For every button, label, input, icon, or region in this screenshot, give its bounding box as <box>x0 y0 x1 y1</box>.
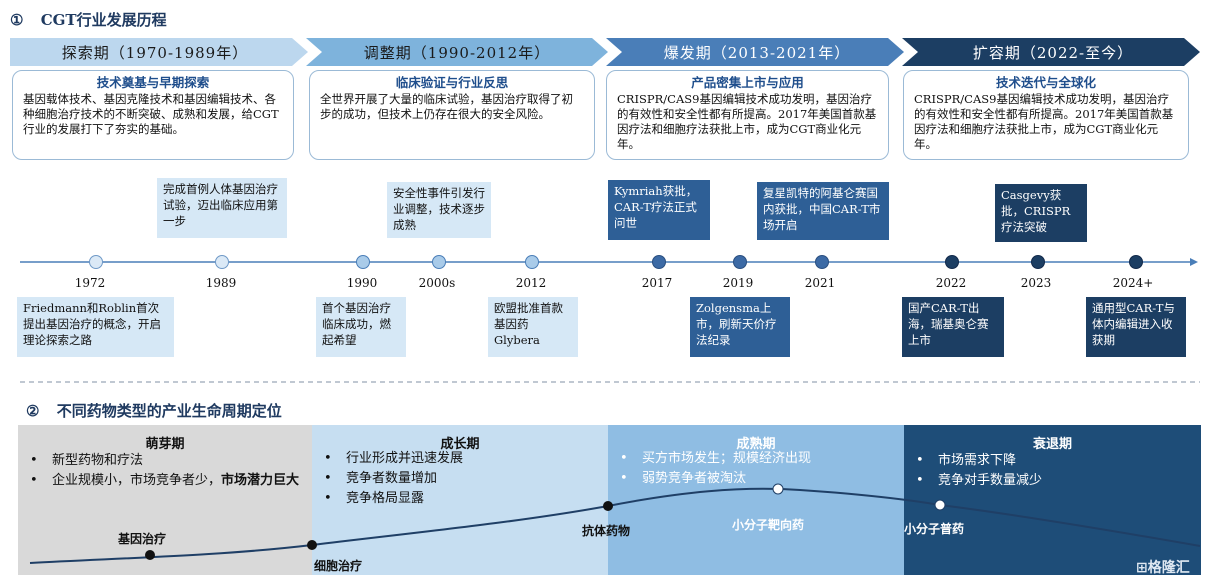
section1-header: ① CGT行业发展历程 <box>10 9 167 30</box>
section1-title: CGT行业发展历程 <box>40 11 167 29</box>
list-item: 竞争对手数量减少 <box>910 471 1194 491</box>
phase-card-body: CRISPR/CAS9基因编辑技术成功发明，基因治疗的有效性和安全性都有所提高。… <box>617 92 877 151</box>
year-label: 2017 <box>641 276 673 290</box>
phase-arrow-1 <box>10 38 308 66</box>
timeline-dot-2017 <box>652 255 666 269</box>
list-item: 市场需求下降 <box>910 451 1194 471</box>
phase-card-title: 技术迭代与全球化 <box>995 75 1096 90</box>
phase-card-1: 技术奠基与早期探索 基因载体技术、基因克隆技术和基因编辑技术、各种细胞治疗技术的… <box>12 70 294 160</box>
event-below-4: Zolgensma上市，刷新天价疗法纪录 <box>690 297 790 357</box>
phase-card-2: 临床验证与行业反思 全世界开展了大量的临床试验，基因治疗取得了初步的成功，但技术… <box>309 70 595 160</box>
timeline-dot-1989 <box>215 255 229 269</box>
curve-label-small-molecule-generic: 小分子普药 <box>904 522 965 536</box>
phase-label-4: 扩容期（2022-至今） <box>972 44 1134 62</box>
curve-point-antibody <box>603 501 613 511</box>
lifecycle-list-embryonic: 新型药物和疗法 企业规模小，市场竞争者少，市场潜力巨大 <box>24 451 306 491</box>
year-label: 2023 <box>1020 276 1052 290</box>
curve-point-small-molecule-generic <box>934 499 946 511</box>
section2-title: 不同药物类型的产业生命周期定位 <box>56 402 282 420</box>
phase-card-body: 全世界开展了大量的临床试验，基因治疗取得了初步的成功，但技术上仍存在很大的安全风… <box>320 92 573 121</box>
event-above-5: Casgevy获批，CRISPR疗法突破 <box>995 184 1087 242</box>
logo-icon: ⊞ <box>1136 560 1148 576</box>
year-label: 1972 <box>74 276 106 290</box>
phase-card-4: 技术迭代与全球化 CRISPR/CAS9基因编辑技术成功发明，基因治疗的有效性和… <box>903 70 1189 160</box>
watermark: ⊞格隆汇 <box>1136 557 1190 577</box>
curve-label-small-molecule-targeted: 小分子靶向药 <box>732 518 805 532</box>
event-above-3: Kymriah获批，CAR-T疗法正式问世 <box>608 180 710 240</box>
list-item: 买方市场发生；规模经济出现 <box>614 449 898 469</box>
list-item: 弱势竞争者被淘汰 <box>614 469 898 489</box>
lifecycle-list-growth: 行业形成并迅速发展 竞争者数量增加 竞争格局显露 <box>318 449 602 509</box>
timeline-dot-2021 <box>815 255 829 269</box>
phase-card-3: 产品密集上市与应用 CRISPR/CAS9基因编辑技术成功发明，基因治疗的有效性… <box>606 70 889 160</box>
phase-card-title: 临床验证与行业反思 <box>395 75 509 90</box>
timeline-dot-2012 <box>525 255 539 269</box>
lifecycle-stage-decline <box>904 425 1201 575</box>
list-item: 竞争格局显露 <box>318 489 602 509</box>
timeline-dot-1972 <box>89 255 103 269</box>
year-label: 2024+ <box>1112 276 1154 290</box>
phase-card-title: 技术奠基与早期探索 <box>96 75 210 90</box>
event-below-2: 首个基因治疗临床成功，燃起希望 <box>316 297 406 357</box>
timeline-dot-2024 <box>1129 255 1143 269</box>
lifecycle-title: 萌芽期 <box>145 437 185 452</box>
phase-label-2: 调整期（1990-2012年） <box>363 44 551 62</box>
curve-label-gene-therapy: 基因治疗 <box>118 532 167 546</box>
event-above-1: 完成首例人体基因治疗试验，迈出临床应用第一步 <box>157 178 287 238</box>
curve-point-small-molecule-targeted <box>772 483 784 495</box>
lifecycle-list-decline: 市场需求下降 竞争对手数量减少 <box>910 451 1194 491</box>
section1-number: ① <box>10 11 24 29</box>
list-item: 企业规模小，市场竞争者少，市场潜力巨大 <box>24 471 306 491</box>
list-item: 竞争者数量增加 <box>318 469 602 489</box>
phase-arrow-3 <box>606 38 904 66</box>
year-label: 2022 <box>935 276 967 290</box>
phase-arrow-2 <box>306 38 608 66</box>
lifecycle-title: 衰退期 <box>1032 437 1072 452</box>
curve-label-antibody: 抗体药物 <box>582 524 631 538</box>
event-below-1: Friedmann和Roblin首次提出基因治疗的概念，开启理论探索之路 <box>17 297 174 357</box>
curve-point-gene-therapy <box>145 550 155 560</box>
event-below-3: 欧盟批准首款基因药Glybera <box>488 297 578 357</box>
phase-card-body: CRISPR/CAS9基因编辑技术成功发明，基因治疗的有效性和安全性都有所提高。… <box>914 92 1174 151</box>
phase-card-title: 产品密集上市与应用 <box>691 75 804 90</box>
timeline-dot-2023 <box>1031 255 1045 269</box>
phase-card-body: 基因载体技术、基因克隆技术和基因编辑技术、各种细胞治疗技术的不断突破、成熟和发展… <box>23 92 279 136</box>
phase-label-1: 探索期（1970-1989年） <box>61 44 249 62</box>
event-above-2: 安全性事件引发行业调整，技术逐步成熟 <box>387 182 491 238</box>
list-item: 行业形成并迅速发展 <box>318 449 602 469</box>
year-label: 2021 <box>804 276 836 290</box>
phase-label-3: 爆发期（2013-2021年） <box>663 44 851 62</box>
year-label: 2012 <box>515 276 547 290</box>
timeline-dot-2019 <box>733 255 747 269</box>
year-label: 2000s <box>418 276 456 290</box>
watermark-text: 格隆汇 <box>1147 560 1190 576</box>
section2-number: ② <box>26 402 40 420</box>
section-divider <box>20 381 1200 383</box>
year-label: 1989 <box>205 276 237 290</box>
section2-header: ② 不同药物类型的产业生命周期定位 <box>26 400 282 421</box>
lifecycle-list-mature: 买方市场发生；规模经济出现 弱势竞争者被淘汰 <box>614 449 898 489</box>
phase-arrow-band <box>10 38 1200 66</box>
event-below-6: 通用型CAR-T与体内编辑进入收获期 <box>1086 297 1186 357</box>
year-label: 1990 <box>346 276 378 290</box>
event-below-5: 国产CAR-T出海，瑞基奥仑赛上市 <box>902 297 1004 357</box>
timeline-dot-2000s <box>432 255 446 269</box>
curve-label-cell-therapy: 细胞治疗 <box>314 559 363 573</box>
list-item: 新型药物和疗法 <box>24 451 306 471</box>
phase-arrow-4 <box>902 38 1200 66</box>
event-above-4: 复星凯特的阿基仑赛国内获批，中国CAR-T市场开启 <box>757 182 889 240</box>
year-label: 2019 <box>722 276 754 290</box>
bold-emphasis: 市场潜力巨大 <box>221 473 300 488</box>
curve-point-cell-therapy <box>307 540 317 550</box>
timeline-dot-2022 <box>945 255 959 269</box>
timeline-dot-1990 <box>356 255 370 269</box>
